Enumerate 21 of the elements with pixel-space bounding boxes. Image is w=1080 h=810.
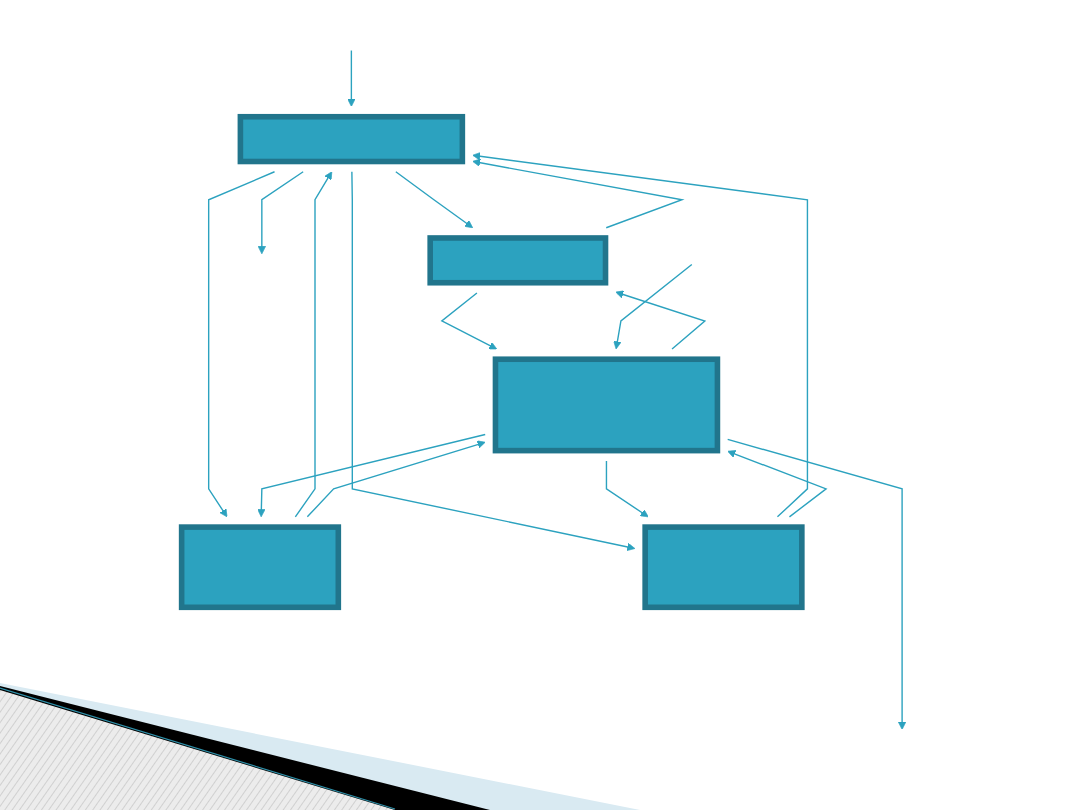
arrow: [294, 171, 333, 518]
arrow: [208, 171, 276, 518]
node-box: [642, 524, 805, 611]
arrow: [257, 433, 486, 518]
arrow: [613, 263, 693, 350]
arrow: [395, 171, 474, 229]
node-box: [178, 524, 342, 611]
arrow: [727, 438, 907, 730]
arrow: [605, 460, 649, 518]
node-box: [492, 356, 721, 454]
arrow: [440, 292, 498, 350]
arrow: [472, 158, 685, 229]
node-box: [427, 235, 609, 286]
arrow: [306, 440, 486, 518]
arrow: [351, 171, 636, 551]
arrow: [727, 450, 828, 518]
arrow: [615, 290, 707, 350]
arrow: [257, 171, 304, 255]
node-box: [237, 113, 466, 165]
arrow: [472, 152, 809, 518]
arrow: [347, 49, 356, 107]
